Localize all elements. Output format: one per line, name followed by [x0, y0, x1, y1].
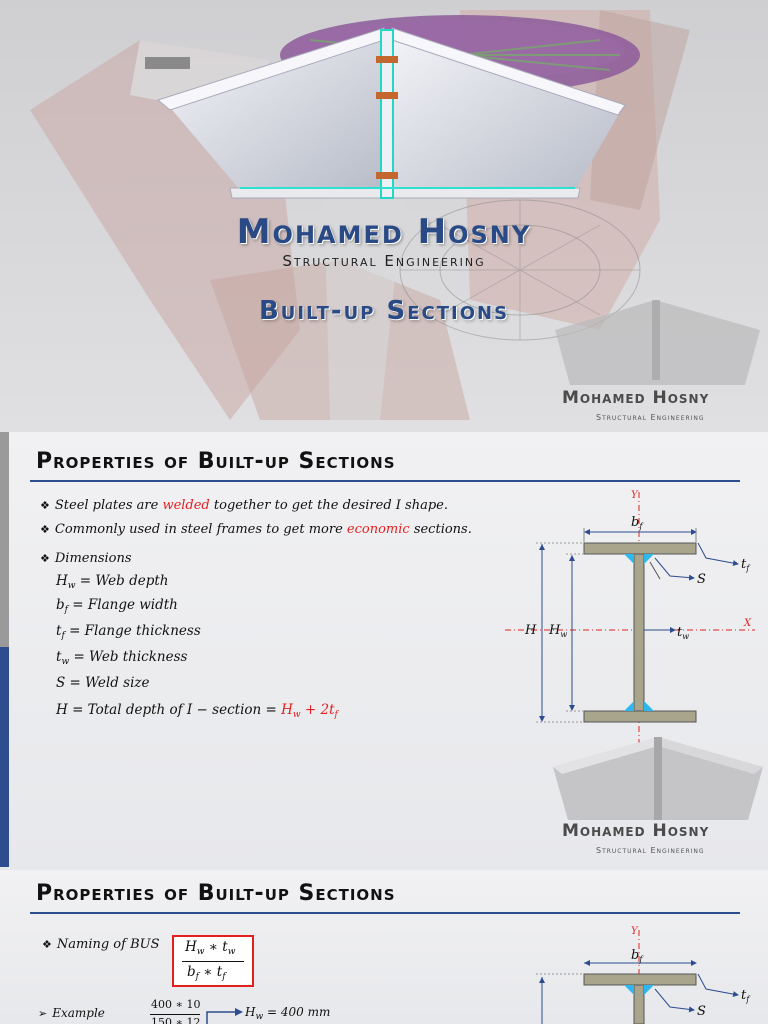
- properties-slide: Properties of Built-up Sections ❖Steel p…: [0, 432, 768, 870]
- tw-label: tw: [677, 625, 689, 641]
- heading-rule: [30, 480, 740, 482]
- watermark-subtitle: Structural Engineering: [596, 846, 705, 855]
- h-label: H: [524, 623, 537, 638]
- example-numerator: 400 ∗ 10: [151, 998, 201, 1011]
- web-plate: [633, 984, 645, 1024]
- example-denominator: 150 ∗ 12: [151, 1016, 201, 1024]
- edge-bar-blue: [0, 647, 9, 867]
- watermark-frame-logo: [553, 737, 763, 820]
- weld-top-left: [624, 985, 634, 995]
- top-flange: [583, 542, 697, 555]
- naming-denominator: bf ∗ tf: [187, 964, 226, 982]
- weld-size-label: S: [697, 1004, 706, 1019]
- title-background-render: [0, 0, 768, 432]
- bullet-economic: ❖Commonly used in steel frames to get mo…: [40, 522, 472, 537]
- bullet-naming: ❖Naming of BUS: [42, 937, 160, 952]
- tf-label: tf: [741, 557, 751, 573]
- presentation-topic: Built-up Sections: [258, 296, 510, 326]
- def-flange-thickness: tf = Flange thickness: [56, 623, 201, 641]
- weld-top-right: [644, 554, 654, 564]
- heading-rule: [30, 912, 740, 914]
- watermark-name: Mohamed Hosny: [562, 388, 710, 408]
- bf-label: bf: [631, 515, 644, 531]
- weld-top-right: [644, 985, 654, 995]
- i-section-diagram: Y X bf tf S tw H Hw: [505, 490, 755, 746]
- example-label: ➢Example: [38, 1006, 105, 1020]
- web-plate: [633, 553, 645, 712]
- slide-heading: Properties of Built-up Sections: [36, 881, 396, 906]
- tf-label: tf: [741, 988, 751, 1004]
- diamond-bullet-icon: ❖: [42, 938, 52, 951]
- slide-heading: Properties of Built-up Sections: [36, 449, 396, 474]
- diamond-bullet-icon: ❖: [40, 552, 50, 565]
- top-flange: [583, 973, 697, 986]
- i-section-diagram: Y bf tf S: [536, 926, 751, 1024]
- hw-label: Hw: [548, 623, 567, 639]
- def-web-depth: Hw = Web depth: [56, 573, 169, 591]
- def-weld-size: S = Weld size: [56, 675, 150, 691]
- author-subtitle: Structural Engineering: [282, 252, 486, 270]
- bf-label: bf: [631, 948, 644, 964]
- def-flange-width: bf = Flange width: [56, 597, 178, 615]
- author-name: Mohamed Hosny: [236, 212, 532, 252]
- def-web-thickness: tw = Web thickness: [56, 649, 188, 667]
- arrow-bullet-icon: ➢: [38, 1007, 48, 1020]
- diamond-bullet-icon: ❖: [40, 499, 50, 512]
- watermark-name: Mohamed Hosny: [562, 821, 710, 841]
- weld-top-left: [624, 554, 634, 564]
- bullet-dimensions: ❖Dimensions: [40, 551, 132, 566]
- naming-slide: Properties of Built-up Sections ❖Naming …: [0, 870, 768, 1024]
- edge-bar-gray: [0, 432, 9, 647]
- example-result: Hw = 400 mm: [245, 1005, 331, 1022]
- x-axis-label: X: [743, 618, 752, 629]
- weld-size-label: S: [697, 572, 706, 587]
- y-axis-label: Y: [631, 926, 639, 937]
- bottom-flange: [583, 710, 697, 723]
- weld-bottom-right: [644, 701, 654, 711]
- def-total-depth: H = Total depth of I − section = Hw + 2t…: [56, 702, 338, 720]
- bullet-welded: ❖Steel plates are welded together to get…: [40, 498, 448, 513]
- fraction-bar: [182, 961, 244, 962]
- title-slide: Mohamed Hosny Structural Engineering Bui…: [0, 0, 768, 432]
- naming-numerator: Hw ∗ tw: [185, 939, 236, 957]
- example-fraction-bar: [150, 1014, 200, 1015]
- weld-bottom-left: [624, 701, 634, 711]
- y-axis-label: Y: [631, 490, 639, 501]
- example-arrow-icon: [206, 1008, 243, 1024]
- diamond-bullet-icon: ❖: [40, 523, 50, 536]
- watermark-subtitle: Structural Engineering: [596, 413, 705, 422]
- naming-formula-box: Hw ∗ tw bf ∗ tf: [172, 935, 254, 987]
